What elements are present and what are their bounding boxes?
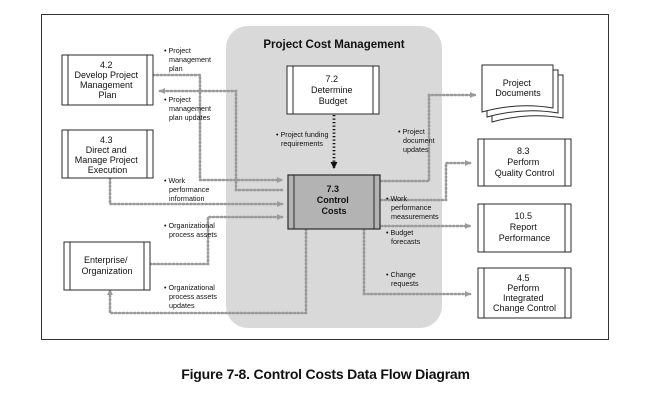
process-box-4-2: 4.2 Develop Project Management Plan [61, 54, 154, 106]
box-8-3-number: 8.3 [517, 146, 530, 156]
box-4-3-line3: Execution [88, 165, 128, 175]
process-box-4-3: 4.3 Direct and Manage Project Execution [61, 129, 154, 179]
box-4-3-number: 4.3 [100, 135, 113, 145]
enterprise-organization-box: Enterprise/ Organization [63, 241, 151, 291]
svg-text:Project Documents: Project Documents [495, 78, 541, 98]
box-7-2-line1: Determine [311, 85, 353, 95]
box-7-3-line1: Control [317, 195, 349, 205]
flow-label-plan-updates: • Project management plan updates [164, 95, 213, 122]
svg-text:7.3 Control Costs: 7.3 Control Costs [317, 184, 352, 216]
flow-label-process-assets-updates: • Organizational process assets updates [164, 283, 219, 310]
box-4-5-line3: Change Control [493, 303, 556, 313]
box-4-5-number: 4.5 [517, 273, 530, 283]
svg-text:Enterprise/ Organization: Enterprise/ Organization [81, 255, 132, 276]
flow-arrow-change-requests [362, 227, 472, 297]
box-7-3-number: 7.3 [326, 184, 339, 194]
flow-arrow-plan-updates [158, 88, 284, 192]
flow-label-budget-forecasts: • Budget forecasts [386, 228, 421, 246]
box-10-5-line1: Report [510, 222, 538, 232]
box-8-3-line1: Perform [507, 157, 539, 167]
box-7-3-line2: Costs [321, 206, 346, 216]
process-box-7-3: 7.3 Control Costs [287, 174, 381, 230]
process-box-10-5: 10.5 Report Performance [477, 203, 572, 253]
flow-arrow-plan [151, 73, 284, 183]
box-4-5-line1: Perform [507, 283, 539, 293]
svg-text:8.3 Perform Qualit: 8.3 Perform Quality Control [495, 146, 555, 178]
group-title: Project Cost Management [263, 39, 404, 51]
flow-arrow-org-assets-updates [107, 227, 308, 315]
box-7-2-line2: Budget [319, 96, 348, 106]
box-8-3-line2: Quality Control [495, 168, 555, 178]
box-4-2-number: 4.2 [100, 60, 113, 70]
svg-text:4.5 Perform Integr: 4.5 Perform Integrated Change Control [493, 273, 556, 313]
flow-arrow-document-updates [379, 92, 477, 183]
svg-text:4.2 Develop Project: 4.2 Develop Project Management Plan [74, 60, 140, 100]
documents-line1: Project [503, 78, 532, 88]
figure-caption: Figure 7-8. Control Costs Data Flow Diag… [181, 366, 470, 382]
flow-label-work-performance-information: • Work performance information [164, 176, 211, 203]
flow-label-organizational-process-assets: • Organizational process assets [164, 221, 217, 239]
process-box-4-5: 4.5 Perform Integrated Change Control [477, 267, 572, 319]
box-4-2-line2: Management [80, 80, 133, 90]
enterprise-line1: Enterprise/ [84, 255, 128, 265]
box-4-3-line2: Manage Project [75, 155, 139, 165]
box-4-3-line1: Direct and [86, 145, 127, 155]
flow-arrow-org-assets [148, 214, 284, 266]
box-7-2-number: 7.2 [325, 74, 338, 84]
process-box-7-2: 7.2 Determine Budget [286, 65, 380, 115]
box-10-5-number: 10.5 [514, 211, 532, 221]
flow-label-work-performance-measurements: • Work performance measurements [386, 194, 439, 221]
svg-text:4.3 Direct and Man: 4.3 Direct and Manage Project Execution [75, 135, 141, 175]
documents-line2: Documents [495, 88, 541, 98]
flow-label-project-funding-requirements: • Project funding requirements [276, 130, 330, 148]
flow-arrow-work-info [108, 176, 284, 207]
flow-label-change-requests: • Change requests [386, 270, 419, 288]
diagram-frame [41, 14, 609, 340]
box-4-2-line1: Develop Project [74, 70, 138, 80]
flow-label-project-management-plan: • Project management plan [164, 46, 213, 73]
svg-text:7.2 Determine Budg: 7.2 Determine Budget [311, 74, 355, 106]
flow-label-project-document-updates: • Project document updates [398, 127, 437, 154]
project-documents-stack: Project Documents [481, 64, 564, 123]
process-box-8-3: 8.3 Perform Quality Control [477, 138, 572, 187]
box-4-5-line2: Integrated [503, 293, 544, 303]
flow-arrow-to-quality [379, 160, 472, 202]
box-10-5-line2: Performance [499, 233, 551, 243]
box-4-2-line3: Plan [98, 90, 116, 100]
svg-text:10.5 Report Perfor: 10.5 Report Performance [499, 211, 551, 243]
enterprise-line2: Organization [81, 266, 132, 276]
